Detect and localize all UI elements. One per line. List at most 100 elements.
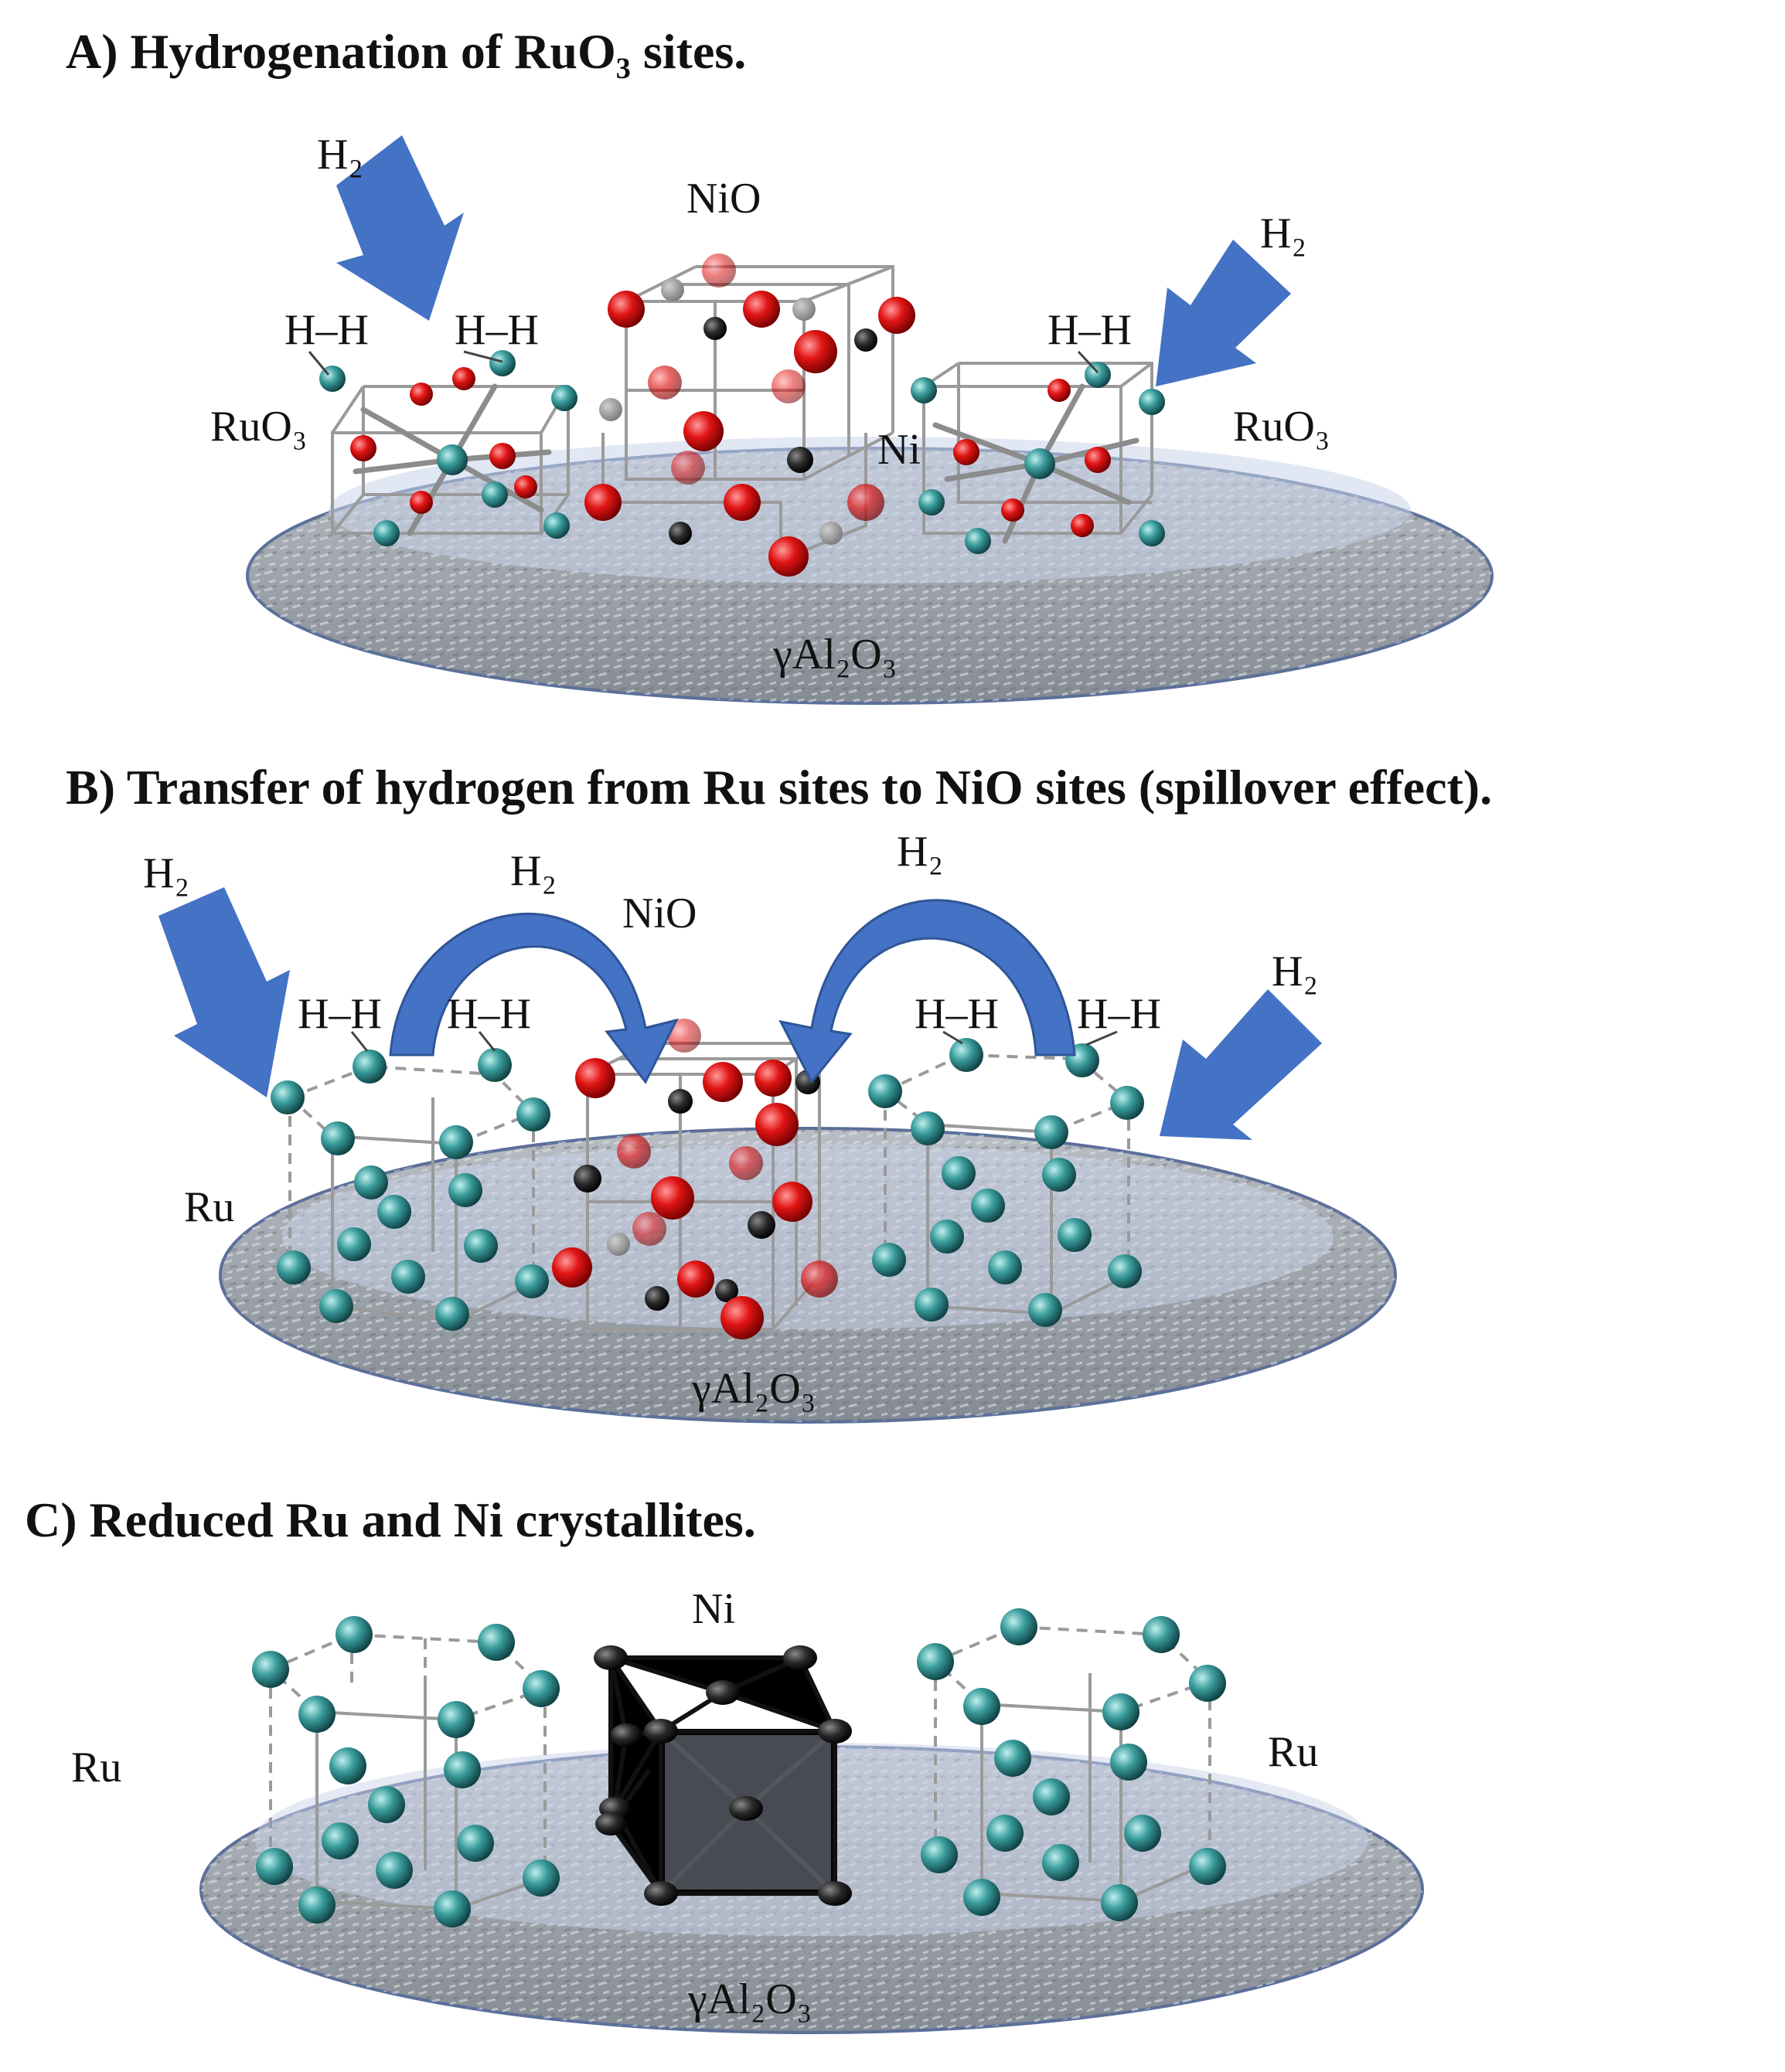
support-label-b: γAl₂O₃ [691, 1365, 816, 1413]
ruo3-label-left-a: RuO₃ [210, 403, 307, 451]
ni-fcc-c [594, 1645, 852, 1906]
ni-atom [595, 1812, 626, 1836]
ru-atom [277, 1250, 311, 1284]
h2-label-left-b: H₂ [143, 849, 189, 897]
o-atom [677, 1261, 714, 1298]
ru-atom [329, 1747, 366, 1785]
hh-label-b-1: H–H [298, 990, 382, 1038]
ru-atom [256, 1848, 293, 1885]
ru-atom [1143, 1616, 1180, 1653]
ru-atom [523, 1859, 560, 1897]
hh-label-a-3: H–H [1047, 306, 1132, 354]
ru-atom [1101, 1884, 1138, 1921]
ru-atom [271, 1080, 305, 1114]
ru-atom [438, 1701, 475, 1738]
ruo3-cluster-left-a [319, 350, 577, 546]
ru-atom [434, 1890, 471, 1927]
ru-atom [368, 1786, 405, 1823]
o-atom [1071, 514, 1094, 537]
o-atom [683, 411, 724, 451]
ni-atom [748, 1211, 775, 1239]
o-atom [768, 536, 809, 577]
ni-atom [729, 1796, 763, 1821]
ru-atom [949, 1038, 983, 1072]
ni-atom [644, 1719, 678, 1744]
h2-label-left-a: H₂ [317, 131, 363, 179]
ru-atom [1034, 1115, 1068, 1149]
ru-atom [911, 1111, 945, 1145]
ru-atom [319, 1289, 353, 1323]
ru-atom [516, 1097, 550, 1131]
o-atom [724, 484, 761, 521]
ni-atom [783, 1645, 817, 1670]
hh-links-a [308, 350, 1099, 376]
ru-atom [543, 512, 570, 539]
o-atom [671, 451, 705, 485]
ni-label-a: Ni [877, 426, 921, 474]
h2-arrow-left-b [158, 887, 290, 1097]
ru-atom [1042, 1158, 1076, 1192]
ru-atom [930, 1220, 964, 1254]
o-atom [1085, 447, 1111, 473]
h2-arrow-left-a [336, 135, 464, 321]
ru-atom [963, 1688, 1000, 1725]
o-atom [720, 1296, 764, 1339]
o-atom [584, 484, 622, 521]
ni-atom [668, 1089, 693, 1114]
ru-atom [391, 1260, 425, 1294]
h2-label-right-b: H₂ [1272, 948, 1318, 995]
panel-a: A) Hydrogenation of RuO₃ sites. [66, 24, 1494, 705]
o-atom [953, 439, 979, 465]
o-atom [489, 443, 516, 469]
ru-atom [1024, 448, 1055, 479]
ru-atom [551, 385, 577, 411]
o-atom [410, 383, 433, 406]
nio-label-b: NiO [622, 890, 697, 937]
ru-label-left-c: Ru [71, 1744, 121, 1791]
ru-atom [971, 1189, 1005, 1223]
o-atom [755, 1103, 799, 1146]
ru-atom [322, 1822, 359, 1859]
ni-atom [645, 1286, 669, 1311]
hh-label-b-4: H–H [1077, 990, 1161, 1038]
ru-atom [448, 1173, 482, 1207]
ruo3-label-right-a: RuO₃ [1233, 403, 1330, 451]
o-atom [410, 491, 433, 514]
ru-atom [911, 377, 937, 403]
ni-atom [703, 317, 727, 340]
ru-atom [439, 1125, 473, 1159]
spillover-arrow-left-b [389, 912, 679, 1084]
ru-atom [1139, 520, 1165, 546]
ru-atom [336, 1616, 373, 1653]
o-atom [878, 297, 915, 334]
ru-atom [1000, 1608, 1037, 1645]
o-atom [648, 366, 682, 400]
ru-atom [444, 1751, 481, 1788]
h2-label-arc-right-b: H₂ [897, 828, 943, 876]
ru-label-right-c: Ru [1268, 1728, 1318, 1776]
hh-label-a-2: H–H [455, 306, 539, 354]
ru-hcp-left-c [252, 1616, 560, 1927]
o-atom [702, 253, 736, 287]
o-atom [772, 1182, 812, 1222]
ni-atom [792, 298, 816, 321]
ru-hcp-right-b [868, 1038, 1144, 1327]
nio-cube-b [552, 1019, 838, 1339]
ru-atom [373, 520, 400, 546]
ru-atom [1042, 1844, 1079, 1881]
ru-atom [942, 1156, 976, 1190]
ru-atom [437, 444, 468, 475]
ru-atom [464, 1229, 498, 1263]
ru-atom [1102, 1693, 1139, 1730]
o-atom [667, 1019, 701, 1053]
spillover-arrow-right-b [778, 899, 1076, 1084]
ru-atom [298, 1696, 336, 1733]
ru-atom [298, 1887, 336, 1924]
ni-atom [607, 1233, 630, 1256]
h2-arrow-right-b [1160, 989, 1322, 1140]
panel-b: B) Transfer of hydrogen from Ru sites to… [66, 760, 1492, 1424]
o-atom [772, 369, 806, 403]
ru-atom [986, 1815, 1024, 1852]
o-atom [729, 1146, 763, 1180]
